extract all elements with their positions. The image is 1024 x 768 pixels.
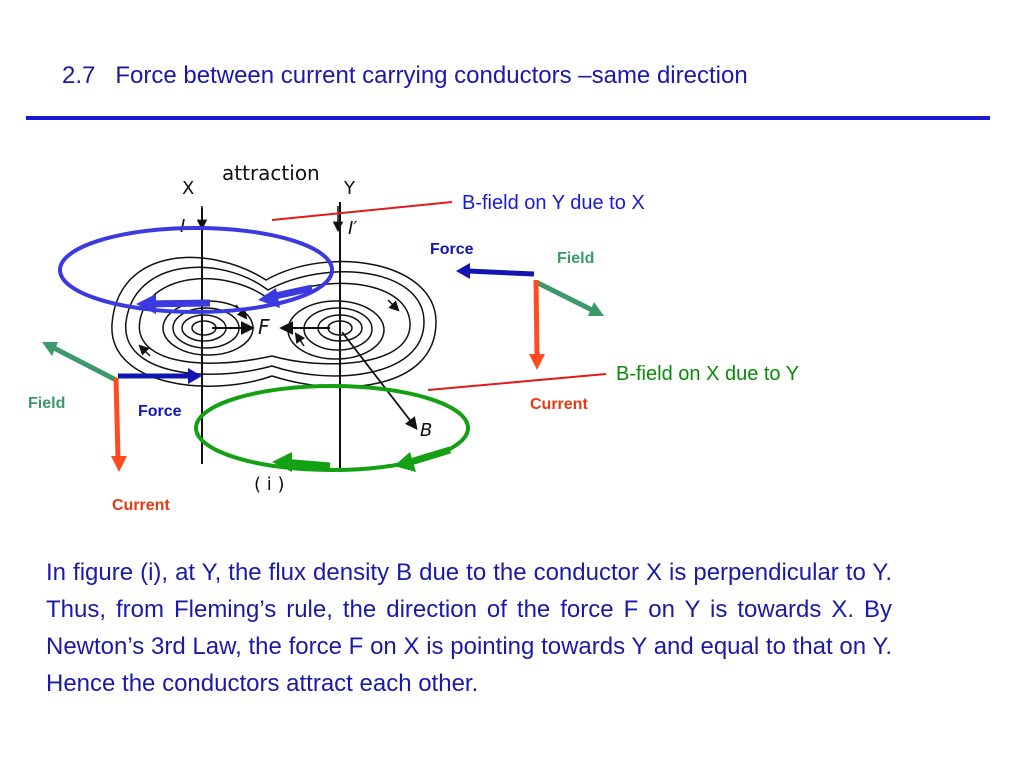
flux-b-label: B (420, 420, 432, 441)
field-ring-blue (58, 226, 334, 314)
conductor-x-label: X (182, 178, 194, 199)
left-current-label: Current (112, 497, 170, 514)
vector-triad-left (42, 342, 202, 472)
right-force-label: Force (430, 241, 474, 258)
callout-line-x (427, 373, 607, 391)
conductor-y-label: Y (343, 178, 356, 199)
callout-b-field-on-x: B-field on X due to Y (616, 363, 799, 385)
title-underline (26, 116, 990, 120)
callout-b-field-on-y: B-field on Y due to X (462, 192, 645, 214)
attraction-label: attraction (222, 161, 320, 185)
field-line-sketch (111, 202, 437, 472)
figure-label: ( i ) (254, 474, 285, 495)
right-current-label: Current (530, 396, 588, 413)
field-ring-green (194, 384, 470, 472)
vector-triad-right (456, 263, 604, 370)
left-force-label: Force (138, 403, 182, 420)
current-y-label: I′ (348, 218, 357, 239)
right-field-label: Field (557, 250, 594, 267)
force-f-label: F (258, 315, 270, 339)
callout-line-y (271, 201, 453, 221)
explanation-paragraph: In figure (i), at Y, the flux density B … (46, 559, 892, 697)
left-field-label: Field (28, 395, 65, 412)
slide-title: 2.7 Force between current carrying condu… (62, 62, 748, 89)
